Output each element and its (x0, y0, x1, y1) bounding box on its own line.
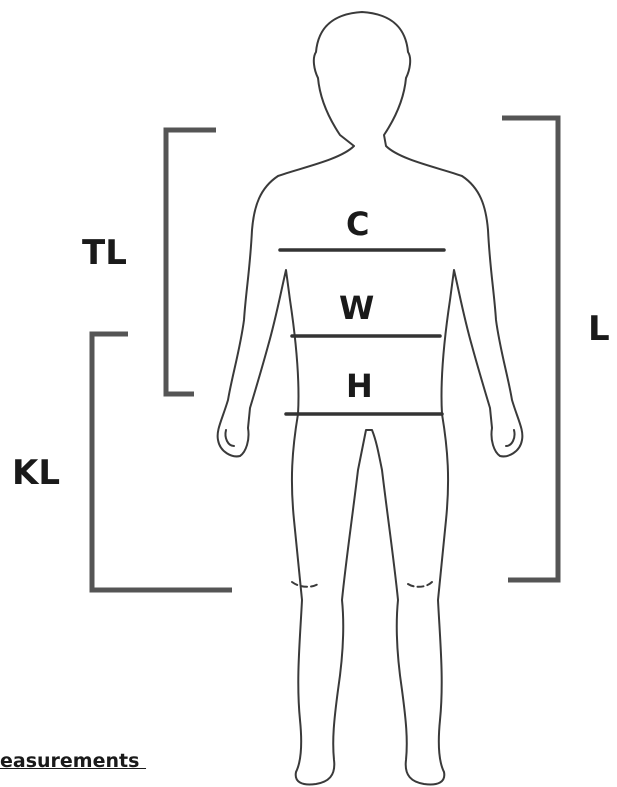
kl-bracket (92, 334, 232, 590)
label-chest: C (346, 208, 369, 240)
right-hand-detail (506, 430, 515, 446)
measurement-brackets (92, 118, 558, 590)
label-length: L (588, 312, 610, 346)
label-hip: H (346, 370, 373, 402)
right-knee-line (408, 582, 432, 587)
left-knee-line (292, 582, 318, 587)
label-knee-length: KL (12, 456, 60, 490)
label-torso-length: TL (82, 236, 127, 270)
measurements-caption: easurements (0, 752, 146, 771)
left-hand-detail (225, 430, 234, 446)
tl-bracket (166, 130, 216, 394)
label-waist: W (339, 292, 374, 324)
l-bracket (502, 118, 558, 580)
